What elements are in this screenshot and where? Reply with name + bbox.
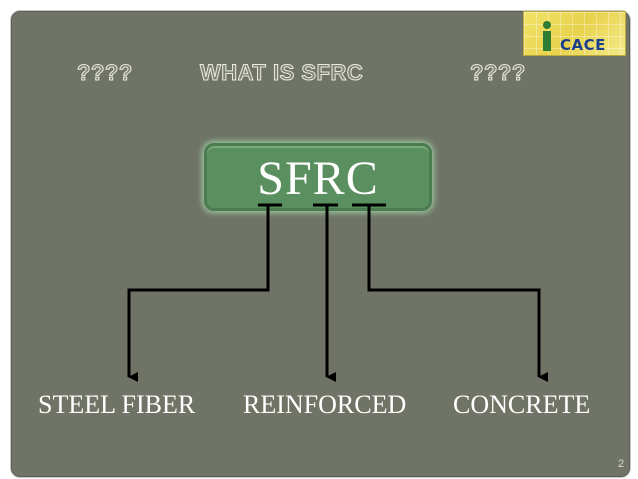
acronym-text: SFRC (257, 152, 379, 205)
connector-steel-fiber (127, 205, 270, 382)
expansion-reinforced: REINFORCED (243, 390, 407, 419)
slide-panel (10, 10, 631, 478)
heading-question-right: ???? (470, 60, 526, 86)
heading-question-left: ???? (77, 60, 133, 86)
heading-title: WHAT IS SFRC (199, 60, 364, 86)
icace-logo: CACE (523, 11, 626, 56)
logo-grid-pattern (524, 12, 625, 55)
expansion-steel-fiber: STEEL FIBER (38, 390, 196, 419)
acronym-box: SFRC (204, 143, 432, 211)
page-number: 2 (618, 458, 625, 470)
logo-figure-icon (543, 21, 551, 51)
logo-text: CACE (560, 36, 606, 54)
expansion-concrete: CONCRETE (453, 390, 591, 419)
connector-concrete (367, 205, 548, 382)
